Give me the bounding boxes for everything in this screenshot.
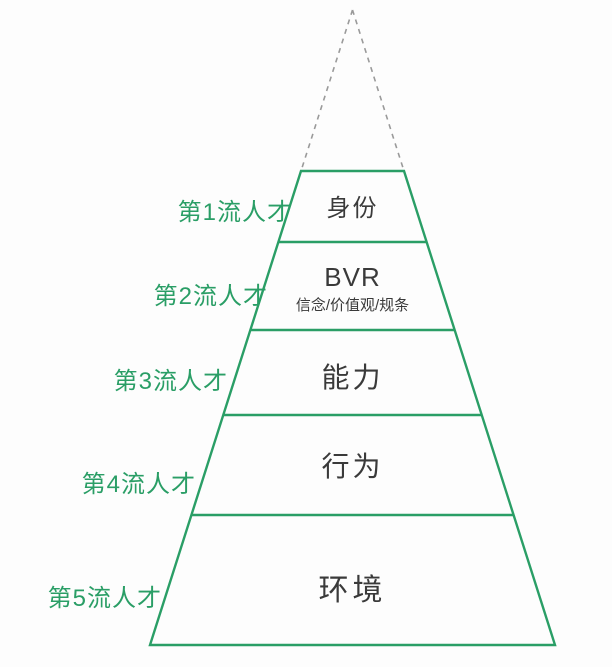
pyramid-outline xyxy=(148,169,557,647)
rank-label-5: 第5流人才 xyxy=(48,585,162,612)
band-title-identity: 身份 xyxy=(327,195,379,222)
rank-label-3: 第3流人才 xyxy=(114,368,228,395)
band-title-bvr: BVR xyxy=(324,262,380,292)
band-title-ability: 能力 xyxy=(321,362,383,393)
rank-label-4: 第4流人才 xyxy=(82,471,196,498)
band-title-behavior: 行为 xyxy=(321,451,383,482)
rank-label-1: 第1流人才 xyxy=(178,199,292,226)
apex-dashed-line-left xyxy=(300,9,354,172)
rank-label-2: 第2流人才 xyxy=(154,283,268,310)
apex-dashed-line-right xyxy=(351,9,405,172)
band-subtitle-bvr: 信念/价值观/规条 xyxy=(296,296,409,314)
band-title-environment: 环境 xyxy=(319,574,387,607)
